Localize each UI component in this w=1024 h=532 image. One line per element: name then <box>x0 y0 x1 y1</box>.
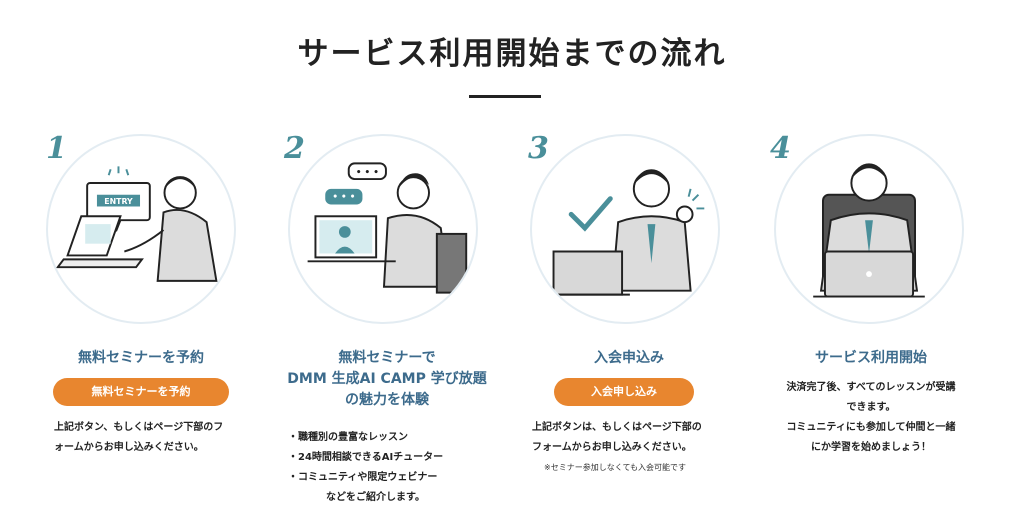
description-line: ォームからお申し込みください。 <box>54 442 204 453</box>
description-line: できます。 <box>846 402 896 413</box>
title-underline <box>469 95 541 98</box>
feature-continuation: などをご紹介します。 <box>326 492 425 503</box>
entry-bubble-text: ENTRY <box>104 197 133 206</box>
apply-membership-button[interactable]: 入会申し込み <box>554 378 694 406</box>
step-4-illustration <box>774 134 964 324</box>
feature-list: 職種別の豊富なレッスン 24時間相談できるAIチューター コミュニティや限定ウェ… <box>288 428 443 508</box>
title-line: 無料セミナーで <box>338 350 436 366</box>
step-description: 上記ボタンは、もしくはページ下部の フォームからお申し込みください。 <box>532 418 702 458</box>
description-line: フォームからお申し込みください。 <box>532 442 692 453</box>
step-description: 決済完了後、すべてのレッスンが受講 できます。 コミュニティにも参加して仲間と一… <box>776 378 966 458</box>
person-online-seminar-icon: • • • • • • <box>307 162 468 294</box>
section-title: サービス利用開始までの流れ <box>297 36 727 72</box>
svg-text:• • •: • • • <box>332 193 355 203</box>
step-number: 1 <box>46 131 67 166</box>
feature-item: コミュニティや限定ウェビナー <box>288 468 443 488</box>
description-line: コミュニティにも参加して仲間と一緒 <box>786 422 956 433</box>
person-starting-service-icon <box>813 163 925 298</box>
feature-item: 職種別の豊富なレッスン <box>288 428 443 448</box>
person-laptop-entry-icon: ENTRY <box>55 166 218 282</box>
step-4: 4 サービス利用開始 決済完了後、すべてのレッスンが受講 できます。 コミュニテ… <box>746 0 996 532</box>
description-line: 上記ボタン、もしくはページ下部のフ <box>54 422 224 433</box>
book-free-seminar-button[interactable]: 無料セミナーを予約 <box>53 378 229 406</box>
step-number: 2 <box>284 131 305 166</box>
description-line: にか学習を始めましょう！ <box>811 442 931 453</box>
step-title: サービス利用開始 <box>815 350 927 366</box>
step-3-illustration <box>530 134 720 324</box>
step-2-illustration: • • • • • • <box>288 134 478 324</box>
description-line: 上記ボタンは、もしくはページ下部の <box>532 422 702 433</box>
step-title: 入会申込み <box>594 350 664 366</box>
step-1-illustration: ENTRY <box>46 134 236 324</box>
step-description: 上記ボタン、もしくはページ下部のフ ォームからお申し込みください。 <box>54 418 223 458</box>
step-2: 2 • • • • • • 無料セミナーで DMM 生成AI CAMP 学び放題… <box>262 0 512 532</box>
feature-item: 24時間相談できるAIチューター <box>288 448 443 468</box>
step-number: 4 <box>770 131 791 166</box>
step-number: 3 <box>528 131 549 166</box>
step-1: 1 ENTRY 無料セミナーを予約 無料セミナーを予約 上記ボタン、もしくはペー… <box>16 0 266 532</box>
person-celebrating-icon <box>547 169 705 296</box>
title-line: DMM 生成AI CAMP 学び放題 <box>287 371 487 387</box>
chat-bubble-text: • • • <box>356 168 379 178</box>
step-title: 無料セミナーで DMM 生成AI CAMP 学び放題 の魅力を体験 <box>262 348 512 411</box>
step-title: 無料セミナーを予約 <box>78 350 204 366</box>
description-line: 決済完了後、すべてのレッスンが受講 <box>786 382 956 393</box>
step-3: 3 入会申込み 入会申し込み 上記ボタンは、もしくはページ下部の フォームからお… <box>504 0 754 532</box>
title-line: の魅力を体験 <box>345 392 429 408</box>
step-note: ※セミナー参加しなくても入会可能です <box>544 463 687 472</box>
